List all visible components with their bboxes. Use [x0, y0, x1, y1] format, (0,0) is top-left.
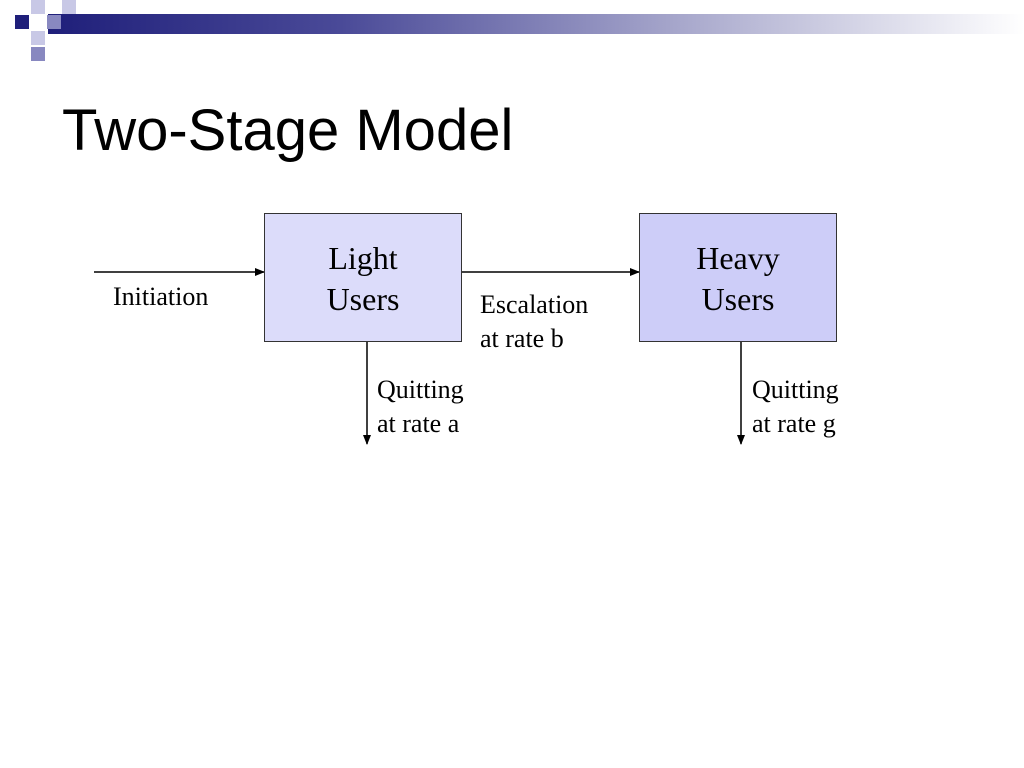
light-users-label-line2: Users [326, 281, 400, 317]
quit-heavy-label: Quitting at rate g [752, 373, 839, 441]
escalation-label: Escalation at rate b [480, 288, 588, 356]
header-decor-square [31, 47, 45, 61]
quit-light-label-line1: Quitting [377, 375, 464, 404]
escalation-label-line2: at rate b [480, 324, 564, 353]
header-decor-square [31, 0, 45, 14]
initiation-label-line1: Initiation [113, 282, 209, 311]
quit-light-label: Quitting at rate a [377, 373, 464, 441]
header-decor-square [15, 15, 29, 29]
light-users-box: Light Users [264, 213, 462, 342]
quit-heavy-label-line2: at rate g [752, 409, 836, 438]
escalation-label-line1: Escalation [480, 290, 589, 319]
initiation-label: Initiation [113, 280, 208, 314]
quit-heavy-label-line1: Quitting [752, 375, 839, 404]
heavy-users-box: Heavy Users [639, 213, 837, 342]
header-decor-square [47, 15, 61, 29]
light-users-label-line1: Light [328, 240, 398, 276]
heavy-users-label-line2: Users [701, 281, 775, 317]
quit-light-label-line2: at rate a [377, 409, 460, 438]
header-gradient-band [48, 14, 1024, 34]
heavy-users-label-line1: Heavy [696, 240, 780, 276]
slide-title: Two-Stage Model [62, 98, 514, 163]
header-decor-square [62, 0, 76, 14]
header-decor-square [31, 31, 45, 45]
